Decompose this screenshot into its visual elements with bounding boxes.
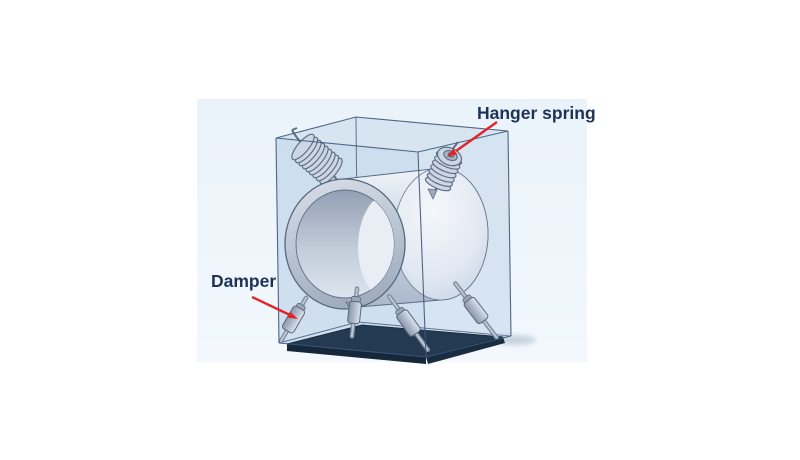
hanger-spring-arrowhead [447,148,458,157]
hanger-spring-label: Hanger spring [477,103,596,123]
base-plate-edge-left [287,344,426,364]
damper-arrowhead [287,311,298,319]
drum-spring-lug [427,188,438,200]
annotation-damper: Damper [211,271,298,319]
damper-front [386,293,431,353]
damper-back [347,286,362,339]
base-plate [286,324,536,364]
damper-right [453,281,499,340]
damper-label: Damper [211,271,276,291]
drum-inner-far-wall [358,193,394,298]
damper-left [278,295,309,344]
base-plate-edge-right [426,337,505,364]
left-hanger-spring [291,127,343,186]
annotation-hanger-spring: Hanger spring [447,103,596,157]
dampers [278,281,499,353]
box-front-edges [275,116,512,358]
hanger-spring-arrow [455,121,498,152]
damper-arrow [251,295,291,317]
drum-cylinder [284,167,489,310]
